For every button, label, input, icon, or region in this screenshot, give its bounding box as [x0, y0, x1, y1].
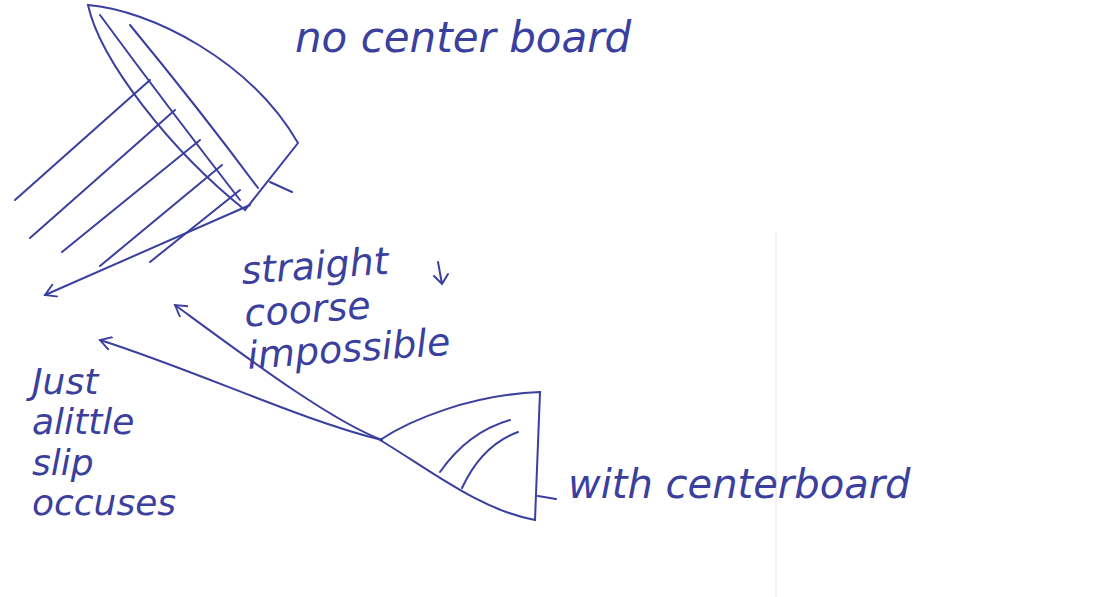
drift-arrow — [45, 205, 250, 295]
hull-line — [130, 25, 258, 188]
drift-line — [15, 80, 150, 200]
boat-caption: with centerboard — [568, 462, 988, 507]
drift-line — [150, 190, 240, 262]
drift-line — [100, 165, 222, 266]
rudder-mark — [270, 182, 292, 192]
hull-outline — [380, 392, 540, 520]
hull-line — [100, 15, 240, 200]
course-note: straight coorse impossible — [240, 234, 483, 378]
rudder-mark — [538, 496, 556, 499]
hull-line — [462, 432, 518, 488]
small-arrow-mark — [434, 262, 448, 284]
scan-edge — [776, 232, 777, 597]
slip-note: Just alittle slip occuses — [32, 362, 207, 523]
boat-caption: no center board — [295, 14, 715, 61]
